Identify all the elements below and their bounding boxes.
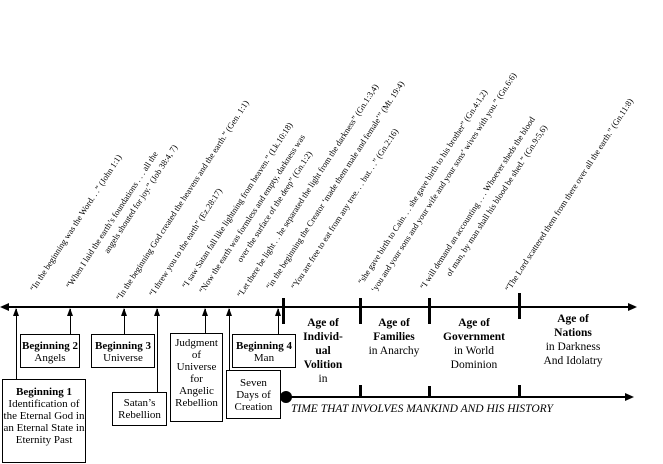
beginning-3-text: Universe bbox=[103, 352, 143, 364]
seven-days-text: Seven Days of Creation bbox=[234, 377, 273, 413]
seven-days-box: Seven Days of Creation bbox=[226, 370, 281, 419]
timeline-start-dot bbox=[280, 391, 292, 403]
beginning-1-box: Beginning 1 Identification of the Eterna… bbox=[2, 379, 86, 463]
age-subtitle: in Anarchy bbox=[368, 345, 420, 357]
age-tick bbox=[282, 298, 285, 324]
arrow-up-icon bbox=[121, 308, 127, 334]
age-tick bbox=[428, 386, 431, 398]
arrow-up-icon bbox=[202, 308, 208, 333]
age-title: Age of Government bbox=[443, 317, 505, 343]
age-tick bbox=[359, 385, 362, 398]
age-government: Age of Government in World Dominion bbox=[433, 316, 515, 372]
beginning-2-box: Beginning 2 Angels bbox=[20, 334, 80, 368]
age-title: Age of Individ-ual Volition bbox=[303, 317, 343, 371]
beginning-4-text: Man bbox=[253, 352, 275, 364]
arrow-right-icon bbox=[628, 303, 637, 311]
beginning-4-box: Beginning 4 Man bbox=[232, 334, 296, 368]
age-tick bbox=[518, 293, 521, 319]
satan-rebellion-text: Satan’s Rebellion bbox=[118, 397, 161, 421]
beginning-1-title: Beginning 1 bbox=[16, 386, 72, 398]
judgment-box: Judgment of Universe for Angelic Rebelli… bbox=[170, 333, 223, 422]
age-nations: Age of Nations in Darkness And Idolatry bbox=[538, 312, 608, 368]
beginning-2-text: Angels bbox=[34, 352, 66, 364]
age-tick bbox=[518, 385, 521, 398]
arrow-left-icon bbox=[0, 303, 9, 311]
arrow-up-icon bbox=[67, 308, 73, 334]
main-timeline bbox=[6, 306, 630, 308]
beginning-2-title: Beginning 2 bbox=[22, 340, 78, 352]
arrow-up-icon bbox=[13, 308, 19, 380]
age-tick bbox=[359, 298, 362, 324]
beginning-1-text: Identification of the Eternal God in an … bbox=[3, 398, 85, 446]
age-subtitle: in Darkness And Idolatry bbox=[543, 341, 603, 367]
arrow-up-icon bbox=[226, 308, 232, 370]
beginning-4-title: Beginning 4 bbox=[236, 340, 292, 352]
arrow-up-icon bbox=[275, 308, 281, 334]
arrow-right-icon bbox=[625, 393, 634, 401]
age-individual-volition: Age of Individ-ual Volition in bbox=[296, 316, 350, 386]
satan-rebellion-box: Satan’s Rebellion bbox=[112, 392, 167, 426]
age-title: Age of Nations bbox=[554, 313, 592, 339]
age-title: Age of Families bbox=[373, 317, 415, 343]
age-subtitle: in bbox=[318, 373, 328, 385]
age-families: Age of Families in Anarchy bbox=[362, 316, 426, 358]
age-tick bbox=[428, 298, 431, 324]
timeline-label: TIME THAT INVOLVES MANKIND AND HIS HISTO… bbox=[291, 403, 553, 415]
arrow-up-icon bbox=[154, 308, 160, 392]
age-subtitle: in World Dominion bbox=[450, 345, 498, 371]
judgment-text: Judgment of Universe for Angelic Rebelli… bbox=[175, 337, 218, 409]
beginning-3-title: Beginning 3 bbox=[95, 340, 151, 352]
mankind-timeline bbox=[287, 396, 627, 398]
beginning-3-box: Beginning 3 Universe bbox=[91, 334, 155, 368]
